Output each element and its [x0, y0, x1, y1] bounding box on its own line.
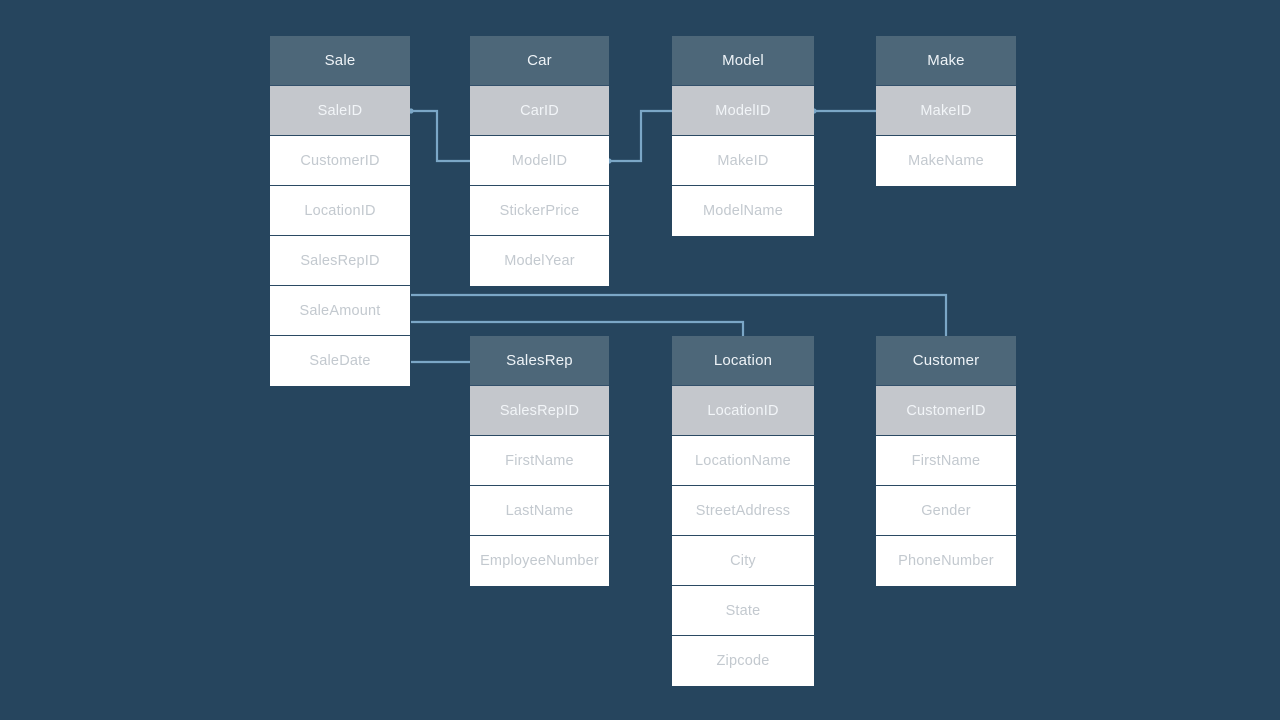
field-customer-3[interactable]: PhoneNumber [876, 536, 1016, 586]
field-car-2[interactable]: StickerPrice [470, 186, 609, 236]
primary-key-field-make-0[interactable]: MakeID [876, 86, 1016, 136]
connector-model-car [609, 109, 672, 163]
entity-title-make: Make [876, 36, 1016, 86]
field-location-3[interactable]: City [672, 536, 814, 586]
connector-sale-location [411, 320, 745, 337]
entity-title-salesrep: SalesRep [470, 336, 609, 386]
field-car-1[interactable]: ModelID [470, 136, 609, 186]
field-make-1[interactable]: MakeName [876, 136, 1016, 186]
primary-key-field-customer-0[interactable]: CustomerID [876, 386, 1016, 436]
entity-title-car: Car [470, 36, 609, 86]
field-car-3[interactable]: ModelYear [470, 236, 609, 286]
connector-sale-customer [411, 293, 948, 337]
field-location-5[interactable]: Zipcode [672, 636, 814, 686]
primary-key-field-car-0[interactable]: CarID [470, 86, 609, 136]
field-sale-1[interactable]: CustomerID [270, 136, 410, 186]
connector-car-sale [411, 109, 470, 163]
primary-key-field-sale-0[interactable]: SaleID [270, 86, 410, 136]
primary-key-field-location-0[interactable]: LocationID [672, 386, 814, 436]
field-sale-4[interactable]: SaleAmount [270, 286, 410, 336]
field-model-1[interactable]: MakeID [672, 136, 814, 186]
field-sale-2[interactable]: LocationID [270, 186, 410, 236]
primary-key-field-model-0[interactable]: ModelID [672, 86, 814, 136]
field-location-2[interactable]: StreetAddress [672, 486, 814, 536]
entity-title-customer: Customer [876, 336, 1016, 386]
field-sale-3[interactable]: SalesRepID [270, 236, 410, 286]
primary-key-field-salesrep-0[interactable]: SalesRepID [470, 386, 609, 436]
field-salesrep-2[interactable]: LastName [470, 486, 609, 536]
field-salesrep-1[interactable]: FirstName [470, 436, 609, 486]
field-location-4[interactable]: State [672, 586, 814, 636]
field-location-1[interactable]: LocationName [672, 436, 814, 486]
field-sale-5[interactable]: SaleDate [270, 336, 410, 386]
field-salesrep-3[interactable]: EmployeeNumber [470, 536, 609, 586]
entity-title-location: Location [672, 336, 814, 386]
entity-title-sale: Sale [270, 36, 410, 86]
field-model-2[interactable]: ModelName [672, 186, 814, 236]
entity-title-model: Model [672, 36, 814, 86]
field-customer-2[interactable]: Gender [876, 486, 1016, 536]
field-customer-1[interactable]: FirstName [876, 436, 1016, 486]
